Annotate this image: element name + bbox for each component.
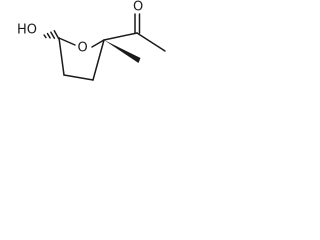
carbonyl-oxygen-label: O xyxy=(133,0,143,15)
molecule-structure-diagram: HO O O xyxy=(17,0,166,81)
ring-bond-c2-o1 xyxy=(58,37,76,46)
ring-bond-c4-c5 xyxy=(92,39,105,81)
ring-oxygen-label: O xyxy=(78,41,88,56)
hydroxyl-label: HO xyxy=(17,23,37,38)
acetyl-bond-c5-carbonyl-carbon xyxy=(103,32,138,41)
hydroxyl-hashed-wedge-bond xyxy=(43,30,60,40)
ring-bond-c2-c3 xyxy=(58,37,65,76)
methyl-wedge-bond xyxy=(104,40,141,63)
ring-bond-o1-c5 xyxy=(91,39,105,48)
ring-bond-c3-c4 xyxy=(63,74,94,81)
acetyl-methyl-bond xyxy=(136,32,166,52)
